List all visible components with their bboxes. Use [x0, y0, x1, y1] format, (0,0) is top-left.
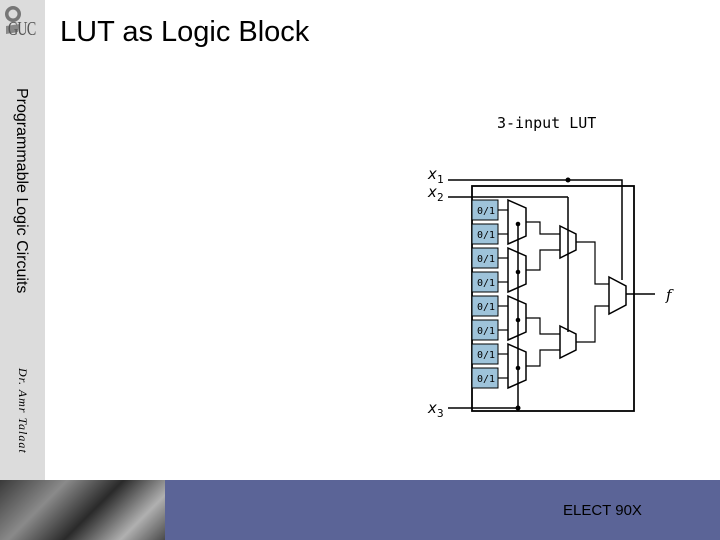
sidebar: GUC Programmable Logic Circuits Dr. Amr … [0, 0, 45, 480]
lut-cell-label-0: 0/1 [477, 206, 495, 217]
footer-label: ELECT 90X [563, 502, 642, 519]
mux1-out-0 [526, 221, 560, 235]
mux1-out-3 [526, 349, 560, 367]
input-x1-label: x1 [427, 165, 444, 186]
lut-cell-label-3: 0/1 [477, 278, 495, 289]
mux2-b [559, 324, 577, 360]
lut-cell-label-4: 0/1 [477, 302, 495, 313]
lut-cell-label-7: 0/1 [477, 374, 495, 385]
junction-x2 [565, 177, 571, 183]
chip-photo [0, 480, 165, 540]
mux3 [608, 275, 627, 316]
mux2-out-0 [576, 241, 609, 285]
output-f-label: f [665, 286, 674, 304]
mux-layer-1 [507, 198, 609, 390]
lut-cell-label-1: 0/1 [477, 230, 495, 241]
input-x3-label: x3 [427, 399, 444, 420]
wire-x1 [448, 179, 623, 280]
author-name: Dr. Amr Talaat [16, 368, 30, 454]
lut-cells: 0/1 0/1 0/1 0/1 0/1 0/1 0/1 0/1 [471, 199, 508, 389]
slide-title: LUT as Logic Block [60, 16, 310, 48]
guc-logo [5, 6, 21, 34]
lut-cell-label-2: 0/1 [477, 254, 495, 265]
mux1-out-1 [526, 249, 560, 271]
lut-cell-label-5: 0/1 [477, 326, 495, 337]
logo-text: GUC [8, 18, 36, 40]
lut-cell-label-6: 0/1 [477, 350, 495, 361]
mux2-out-1 [576, 305, 609, 343]
input-x2-label: x2 [427, 183, 444, 204]
lut-heading: 3-input LUT [497, 114, 596, 132]
lut-diagram: 3-input LUT x1 x2 x3 f 0/10/10/10/10/10/… [427, 114, 674, 420]
course-title: Programmable Logic Circuits [13, 88, 30, 294]
mux1-out-2 [526, 317, 560, 335]
